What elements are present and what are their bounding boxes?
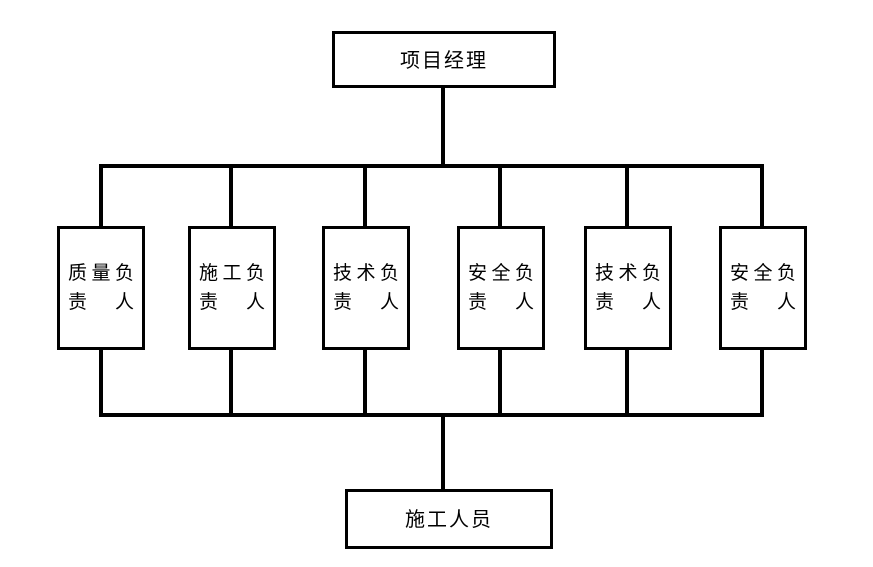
- connector-bus-to-node-1: [99, 164, 103, 228]
- node-quality-manager-label: 质量负责人: [68, 262, 134, 313]
- node-safety-manager-1[interactable]: 安全负责人: [457, 226, 545, 350]
- connector-node-6-to-bus: [760, 350, 764, 417]
- node-construction-personnel-label: 施工人员: [405, 507, 493, 531]
- node-technical-manager-1[interactable]: 技术负责人: [322, 226, 410, 350]
- node-technical-manager-1-label: 技术负责人: [333, 262, 399, 313]
- connector-node-1-to-bus: [99, 350, 103, 417]
- node-safety-manager-1-label: 安全负责人: [468, 262, 534, 313]
- connector-node-4-to-bus: [498, 350, 502, 417]
- node-quality-manager[interactable]: 质量负责人: [57, 226, 145, 350]
- node-project-manager[interactable]: 项目经理: [332, 31, 556, 88]
- connector-bus-to-leaf: [441, 413, 445, 491]
- connector-lower-bus-bar: [99, 413, 764, 417]
- node-technical-manager-2-label: 技术负责人: [595, 262, 661, 313]
- node-safety-manager-2-label: 安全负责人: [730, 262, 796, 313]
- connector-node-3-to-bus: [363, 350, 367, 417]
- node-project-manager-label: 项目经理: [400, 47, 488, 72]
- connector-bus-to-node-3: [363, 164, 367, 228]
- connector-upper-bus-bar: [101, 164, 764, 168]
- connector-bus-to-node-5: [625, 164, 629, 228]
- connector-bus-to-node-4: [498, 164, 502, 228]
- connector-node-2-to-bus: [229, 350, 233, 417]
- connector-bus-to-node-6: [760, 164, 764, 228]
- node-technical-manager-2[interactable]: 技术负责人: [584, 226, 672, 350]
- connector-bus-to-node-2: [229, 164, 233, 228]
- node-safety-manager-2[interactable]: 安全负责人: [719, 226, 807, 350]
- node-construction-manager[interactable]: 施工负责人: [188, 226, 276, 350]
- connector-root-to-bus: [441, 88, 445, 168]
- node-construction-personnel[interactable]: 施工人员: [345, 489, 553, 549]
- node-construction-manager-label: 施工负责人: [199, 262, 265, 313]
- connector-node-5-to-bus: [625, 350, 629, 417]
